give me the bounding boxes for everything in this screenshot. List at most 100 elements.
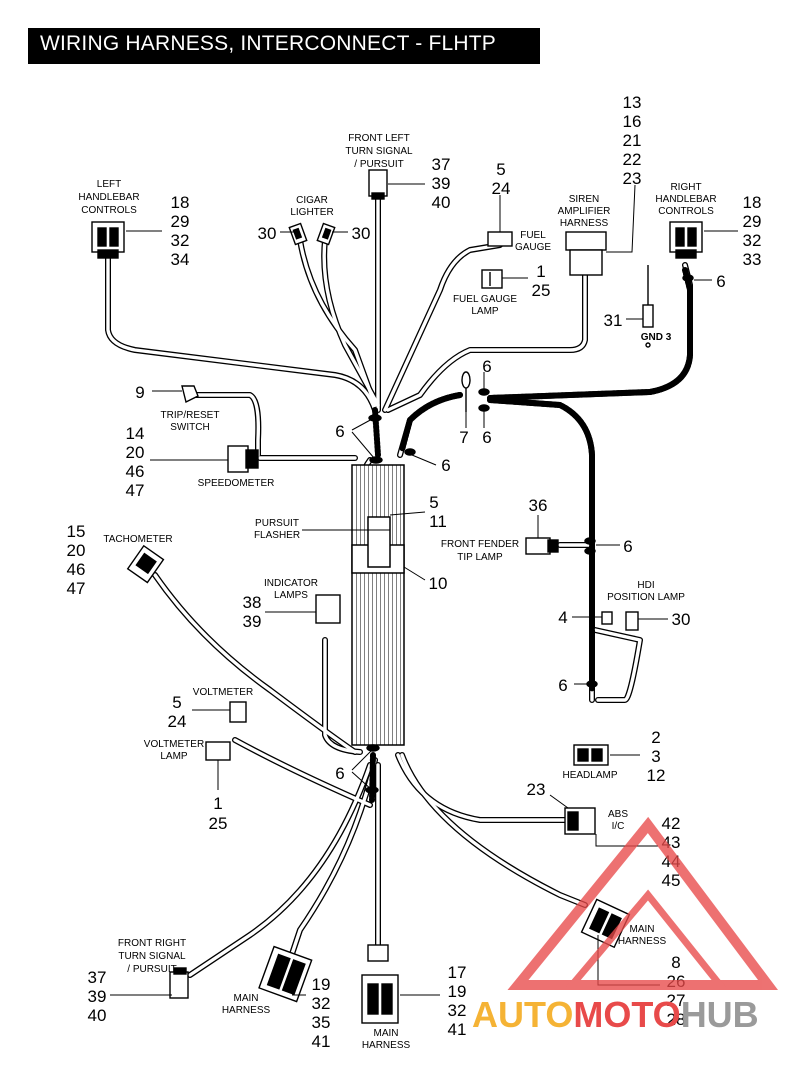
label-siren: SIREN	[569, 194, 600, 205]
main-harness-sleeve	[351, 464, 405, 746]
callout-frt-3: 40	[88, 1006, 107, 1025]
label-front-right-turn-2: TURN SIGNAL	[118, 951, 186, 962]
label-main-harness-mid-2: HARNESS	[222, 1005, 271, 1016]
callout-speedo-1: 14	[126, 424, 145, 443]
callout-rhb-4: 33	[743, 250, 762, 269]
callout-clip-top-b: 6	[482, 428, 491, 447]
callout-lhb-3: 32	[171, 231, 190, 250]
label-front-right-turn-3: / PURSUIT	[127, 964, 176, 975]
component-labels: FRONT LEFT TURN SIGNAL / PURSUIT LEFT HA…	[78, 133, 716, 1051]
label-trip-reset-2: SWITCH	[170, 422, 209, 433]
cable-tie-7	[461, 371, 471, 412]
callout-indicator-1: 38	[243, 593, 262, 612]
callout-siren-2: 16	[623, 112, 642, 131]
callout-main-right-4: 28	[667, 1010, 686, 1029]
callout-abs-4: 45	[662, 871, 681, 890]
label-siren-3: HARNESS	[560, 218, 609, 229]
headlamp-connector	[573, 744, 609, 766]
callout-rhb-3: 32	[743, 231, 762, 250]
callout-pursuit-2: 11	[429, 512, 447, 531]
callout-main-bottom-4: 41	[448, 1020, 467, 1039]
callout-siren-1: 13	[623, 93, 642, 112]
label-hdi-2: POSITION LAMP	[607, 592, 685, 603]
callout-cigar-left: 30	[258, 224, 277, 243]
label-main-harness-mid: MAIN	[234, 993, 259, 1004]
callout-clip-mid: 6	[441, 456, 450, 475]
callout-fender: 36	[529, 496, 548, 515]
callout-voltmeter-lamp-1: 1	[213, 794, 222, 813]
label-voltmeter-lamp-2: LAMP	[160, 751, 188, 762]
label-headlamp: HEADLAMP	[562, 770, 617, 781]
callout-lhb-2: 29	[171, 212, 190, 231]
label-cigar-2: LIGHTER	[290, 207, 333, 218]
label-fuel-lamp-2: LAMP	[471, 306, 499, 317]
cigar-lighter-connectors	[288, 222, 336, 246]
callout-lhb-4: 34	[171, 250, 190, 269]
callout-flt-3: 40	[432, 193, 451, 212]
label-main-harness-right: MAIN	[630, 924, 655, 935]
label-gnd: GND 3	[641, 332, 672, 343]
callout-cigar-right: 30	[352, 224, 371, 243]
hdi-connector-small	[601, 611, 613, 625]
callout-frt-2: 39	[88, 987, 107, 1006]
front-right-turn-connector	[169, 967, 189, 999]
callout-main-mid-3: 35	[312, 1013, 331, 1032]
wires	[105, 192, 693, 978]
right-handlebar-connector	[669, 221, 703, 259]
voltmeter-connector	[229, 701, 247, 723]
hdi-connector	[625, 611, 639, 631]
label-abs: ABS	[608, 809, 628, 820]
abs-connector	[564, 807, 596, 835]
label-speedometer: SPEEDOMETER	[198, 478, 275, 489]
label-right-handlebar-3: CONTROLS	[658, 206, 714, 217]
callout-tach-3: 46	[67, 560, 86, 579]
label-siren-2: AMPLIFIER	[558, 206, 611, 217]
label-front-right-turn: FRONT RIGHT	[118, 938, 186, 949]
callout-rhb-2: 29	[743, 212, 762, 231]
voltmeter-lamp-connector	[205, 741, 231, 761]
callout-speedo-3: 46	[126, 462, 145, 481]
callout-pursuit-1: 5	[429, 493, 438, 512]
watermark: AUTOMOTOHUB	[472, 816, 778, 1035]
callout-siren-3: 21	[623, 131, 642, 150]
callout-rhb-clip: 6	[716, 272, 725, 291]
callout-main-mid-4: 41	[312, 1032, 331, 1051]
label-main-harness-right-2: HARNESS	[618, 936, 667, 947]
callout-sleeve: 10	[429, 574, 448, 593]
ground-lug	[642, 265, 654, 348]
label-left-handlebar-3: CONTROLS	[81, 205, 137, 216]
callout-main-bottom-2: 19	[448, 982, 467, 1001]
label-voltmeter: VOLTMETER	[193, 687, 253, 698]
callout-voltmeter-1: 5	[172, 693, 181, 712]
label-voltmeter-lamp: VOLTMETER	[144, 739, 204, 750]
callout-clip-top-a: 6	[482, 357, 491, 376]
label-front-left-turn-2: TURN SIGNAL	[345, 146, 413, 157]
callout-headlamp-2: 3	[651, 747, 660, 766]
main-harness-mid-connector	[258, 945, 313, 1003]
callout-siren-4: 22	[623, 150, 642, 169]
callout-clip-left: 6	[335, 422, 344, 441]
label-left-handlebar-2: HANDLEBAR	[78, 192, 139, 203]
label-indicator: INDICATOR	[264, 578, 318, 589]
label-right-handlebar-2: HANDLEBAR	[655, 194, 716, 205]
label-front-fender: FRONT FENDER	[441, 539, 519, 550]
callout-gnd: 31	[604, 311, 623, 330]
components	[91, 169, 703, 1024]
callout-headlamp-1: 2	[651, 728, 660, 747]
clips	[365, 274, 694, 794]
watermark-text: AUTOMOTOHUB	[472, 994, 759, 1035]
label-left-handlebar: LEFT	[97, 179, 121, 190]
indicator-lamps-connector	[315, 594, 341, 624]
callout-fuel-gauge-2: 24	[492, 179, 511, 198]
label-abs-2: I/C	[612, 821, 625, 832]
callout-fuel-gauge-1: 5	[496, 160, 505, 179]
callout-frt-1: 37	[88, 968, 107, 987]
callout-flt-1: 37	[432, 155, 451, 174]
callout-tach-2: 20	[67, 541, 86, 560]
label-hdi: HDI	[637, 580, 654, 591]
label-cigar: CIGAR	[296, 195, 328, 206]
callout-hdi-4: 4	[558, 608, 567, 627]
label-front-left-turn-3: / PURSUIT	[354, 159, 403, 170]
front-fender-connector	[525, 537, 559, 555]
